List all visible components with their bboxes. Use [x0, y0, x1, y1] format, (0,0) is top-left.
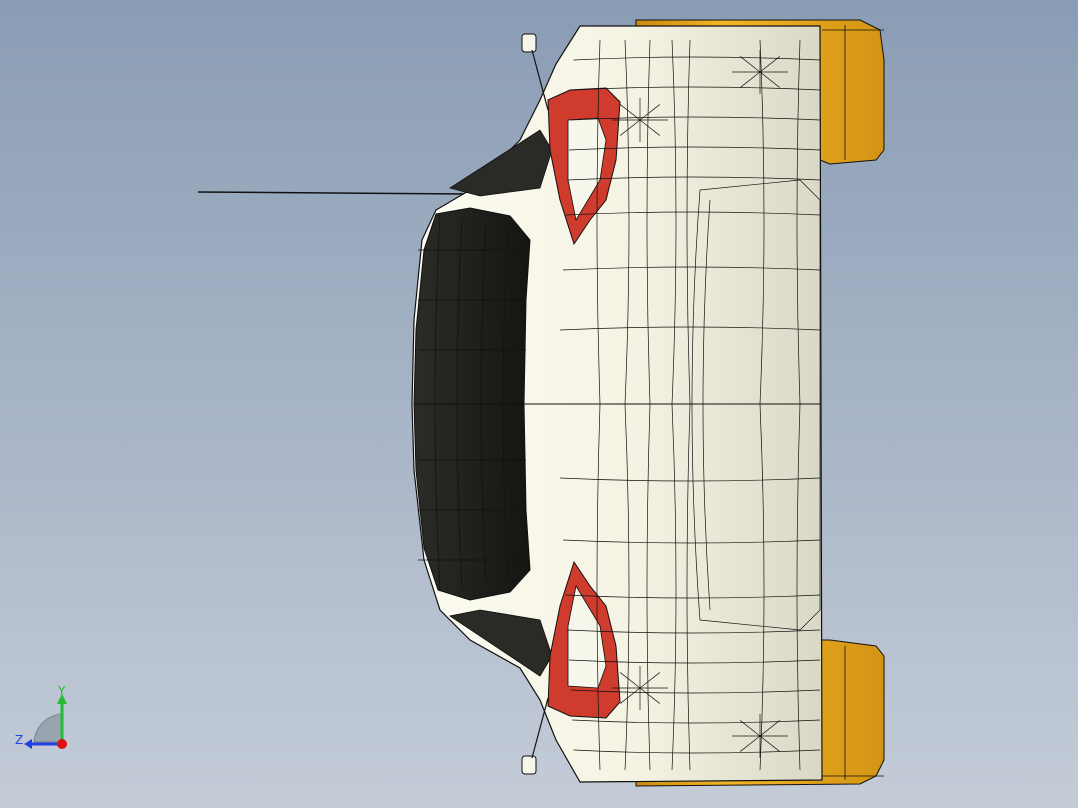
mesh-line	[559, 326, 821, 331]
mesh-line	[759, 720, 781, 737]
mesh-line	[569, 659, 821, 664]
y-axis-arrow	[57, 694, 67, 704]
mesh-line	[565, 594, 821, 599]
mesh-line	[739, 56, 761, 73]
mirror-bottom	[521, 697, 549, 775]
mesh-line	[568, 146, 821, 151]
mesh-line	[639, 119, 661, 136]
mesh-line	[639, 104, 661, 121]
mesh-line	[739, 720, 761, 737]
mesh-line	[691, 179, 821, 631]
mesh-line	[619, 104, 641, 121]
antenna-line	[197, 191, 471, 195]
mesh-line	[619, 672, 641, 689]
mesh-line	[502, 228, 509, 578]
mesh-line	[759, 56, 781, 73]
mesh-line	[565, 211, 821, 216]
z-axis-arrow	[24, 739, 32, 749]
mesh-line	[480, 223, 487, 583]
mesh-line	[759, 71, 781, 88]
mesh-line	[573, 749, 821, 754]
y-axis-label: Y	[57, 684, 66, 698]
mesh-line	[570, 689, 821, 694]
tail-light-bottom-inner	[567, 584, 607, 689]
surface-mesh-lines	[418, 39, 821, 771]
tail-light-top-inner	[567, 117, 607, 222]
mesh-line	[639, 672, 661, 689]
mesh-line	[619, 687, 641, 704]
mesh-line	[571, 86, 821, 91]
triad-arc	[33, 713, 63, 743]
mesh-line	[759, 735, 781, 752]
mesh-line	[570, 116, 821, 121]
x-axis-dot	[57, 739, 67, 749]
mesh-line	[573, 56, 821, 61]
mesh-line	[559, 477, 821, 482]
mesh-line	[739, 735, 761, 752]
mesh-line	[702, 199, 711, 611]
lower-fin	[448, 609, 553, 677]
mesh-line	[567, 629, 821, 634]
mirror-top	[521, 33, 549, 111]
mesh-line	[572, 719, 821, 724]
mesh-line	[619, 119, 641, 136]
mesh-line	[562, 266, 821, 271]
mesh-line	[567, 176, 821, 181]
mesh-line	[739, 71, 761, 88]
mesh-line	[563, 539, 821, 544]
z-axis-label: Z	[15, 733, 23, 747]
mesh-line	[639, 687, 661, 704]
upper-fin	[449, 129, 553, 197]
orientation-triad[interactable]: Y Z	[10, 684, 80, 754]
